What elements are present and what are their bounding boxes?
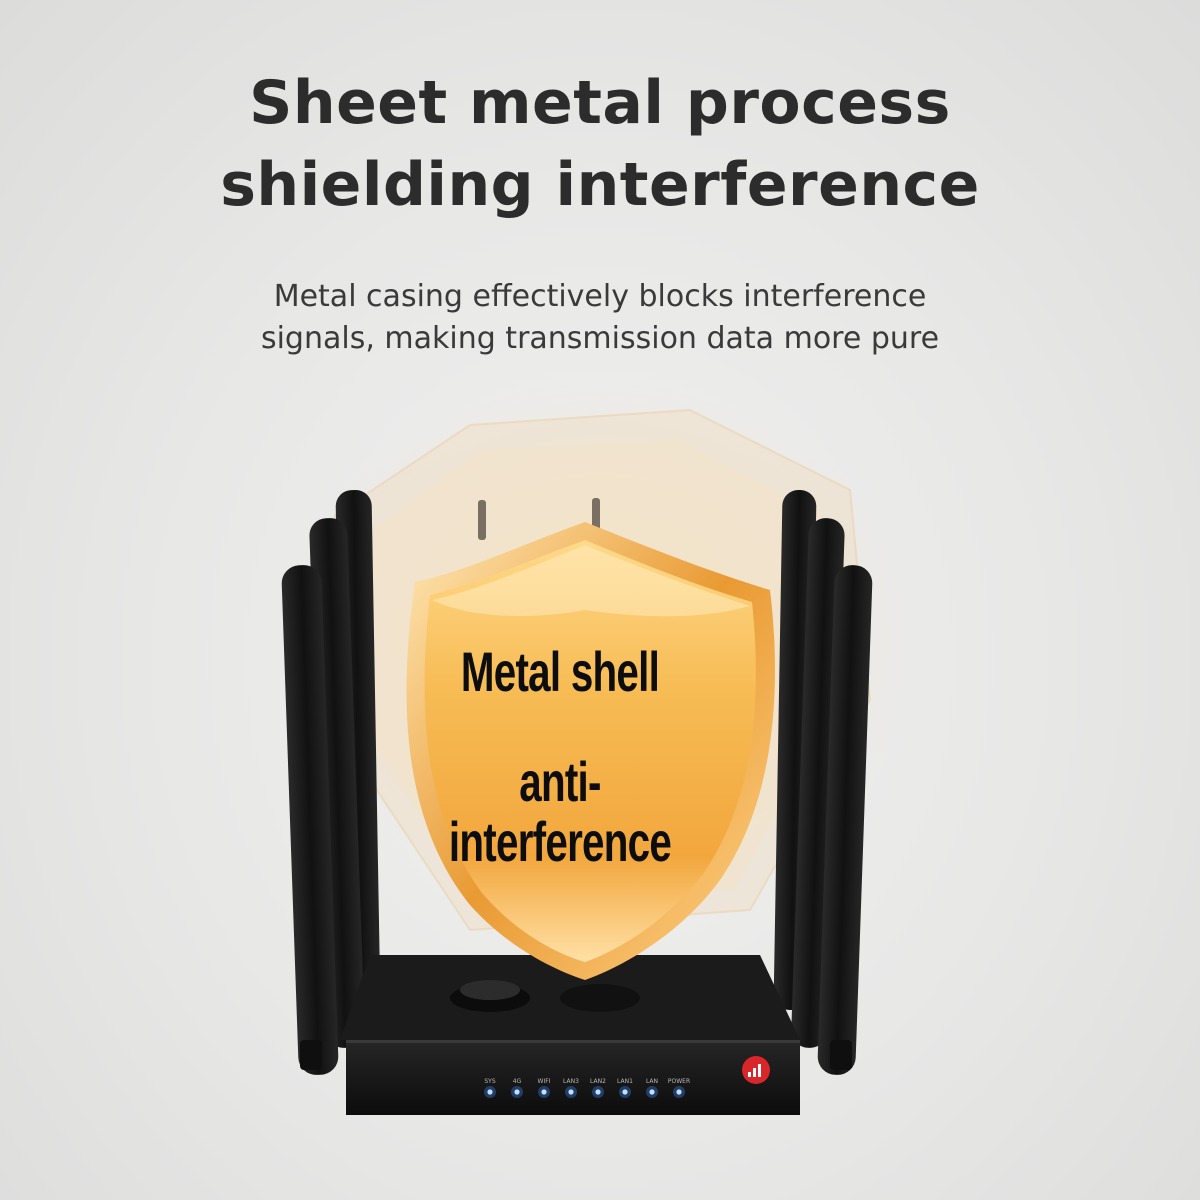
status-led bbox=[622, 1089, 628, 1095]
status-led bbox=[541, 1089, 547, 1095]
headline-line-2: shielding interference bbox=[220, 150, 980, 220]
subtext: Metal casing effectively blocks interfer… bbox=[0, 276, 1200, 360]
subtext-line-1: Metal casing effectively blocks interfer… bbox=[273, 279, 927, 314]
status-led bbox=[487, 1089, 493, 1095]
status-led bbox=[649, 1089, 655, 1095]
status-led bbox=[568, 1089, 574, 1095]
led-label: LAN1 bbox=[617, 1078, 633, 1085]
shield-icon bbox=[406, 522, 775, 980]
shield-label-line-1: Metal shell bbox=[460, 640, 660, 703]
led-label: LAN2 bbox=[590, 1078, 606, 1085]
status-led bbox=[595, 1089, 601, 1095]
right-antennas bbox=[773, 490, 873, 1075]
left-antennas bbox=[281, 490, 381, 1075]
shield-label-line-2: anti-interference bbox=[448, 750, 672, 873]
led-label: SYS bbox=[484, 1078, 496, 1085]
status-led bbox=[514, 1089, 520, 1095]
led-label: POWER bbox=[667, 1078, 691, 1085]
led-label: LAN bbox=[645, 1078, 659, 1085]
headline-line-1: Sheet metal process bbox=[249, 68, 951, 138]
headline: Sheet metal process shielding interferen… bbox=[0, 62, 1200, 226]
status-led bbox=[676, 1089, 682, 1095]
signal-bars-logo-icon bbox=[742, 1056, 770, 1084]
led-label: 4G bbox=[512, 1078, 522, 1085]
subtext-line-2: signals, making transmission data more p… bbox=[260, 321, 940, 356]
led-label: LAN3 bbox=[563, 1078, 579, 1085]
led-label: WIFI bbox=[537, 1078, 551, 1085]
status-leds bbox=[484, 1086, 685, 1098]
